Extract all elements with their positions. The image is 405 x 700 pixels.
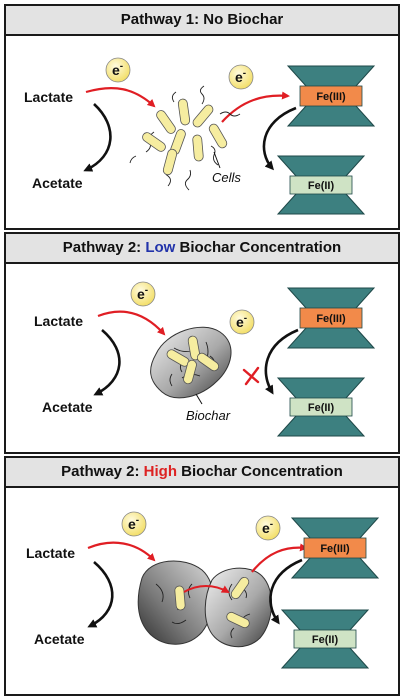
electron-icon: e- [130,281,156,307]
electron-transfer-arrow [87,541,156,562]
electron-icon: e- [228,64,254,90]
blocked-cross-icon [242,366,260,386]
oxidation-arrow [83,103,112,172]
cells-label: Cells [212,170,241,185]
electron-transfer-arrow [221,91,290,123]
svg-text:e-: e- [236,313,247,330]
fe3-mineral: Fe(III) [290,517,380,579]
fe2-mineral: Fe(II) [280,609,370,669]
fe2-label: Fe(II) [308,180,335,192]
panel-title: Pathway 2: Low Biochar Concentration [6,234,398,264]
fe3-mineral: Fe(III) [286,287,376,349]
acetate-label: Acetate [34,631,85,647]
biochar-label: Biochar [186,408,231,423]
fe2-label: Fe(II) [308,402,335,414]
electron-icon: e- [105,57,131,83]
svg-text:e-: e- [262,519,273,536]
acetate-label: Acetate [42,399,93,415]
svg-text:e-: e- [128,515,139,532]
panel-low-biochar: Pathway 2: Low Biochar Concentration Lac… [4,232,400,454]
fe3-mineral: Fe(III) [286,65,376,127]
fe2-label: Fe(II) [312,634,339,646]
cells-on-biochar [166,335,220,387]
reduction-arrow [264,328,299,395]
fe3-label: Fe(III) [316,91,346,103]
inter-particle-electron-arrow [183,585,230,593]
oxidation-arrow [93,329,121,396]
svg-text:e-: e- [235,68,246,85]
acetate-label: Acetate [32,175,83,191]
panel-high-biochar: Pathway 2: High Biochar Concentration La… [4,456,400,696]
panel-no-biochar: Pathway 1: No Biochar Lactate Acetate e-… [4,4,400,230]
electron-icon: e- [255,515,281,541]
electron-icon: e- [229,309,255,335]
fe2-mineral: Fe(II) [276,155,366,215]
biochar-particle [204,567,273,648]
lactate-label: Lactate [34,313,83,329]
panel-title: Pathway 2: High Biochar Concentration [6,458,398,488]
lactate-label: Lactate [24,89,73,105]
biochar-pointer [195,393,203,405]
panel-art: Lactate Acetate e- e- [24,57,376,215]
reduction-arrow [262,106,297,171]
panel-art: Lactate Acetate e- e- Biochar [34,281,376,437]
cells-on-biochar [174,576,250,639]
cells-cluster [129,85,241,191]
fe3-label: Fe(III) [316,313,346,325]
oxidation-arrow [87,561,114,628]
cells-pointer [213,151,221,169]
fe2-mineral: Fe(II) [276,377,366,437]
fe3-label: Fe(III) [320,543,350,555]
reduction-arrow [269,558,303,625]
svg-text:e-: e- [137,285,148,302]
svg-text:e-: e- [112,61,123,78]
electron-transfer-arrow [85,86,156,108]
lactate-label: Lactate [26,545,75,561]
panel-art: Lactate Acetate e- e- [26,511,380,669]
electron-icon: e- [121,511,147,537]
electron-transfer-arrow [251,543,308,573]
panel-title: Pathway 1: No Biochar [6,6,398,36]
electron-transfer-arrow [97,310,166,336]
